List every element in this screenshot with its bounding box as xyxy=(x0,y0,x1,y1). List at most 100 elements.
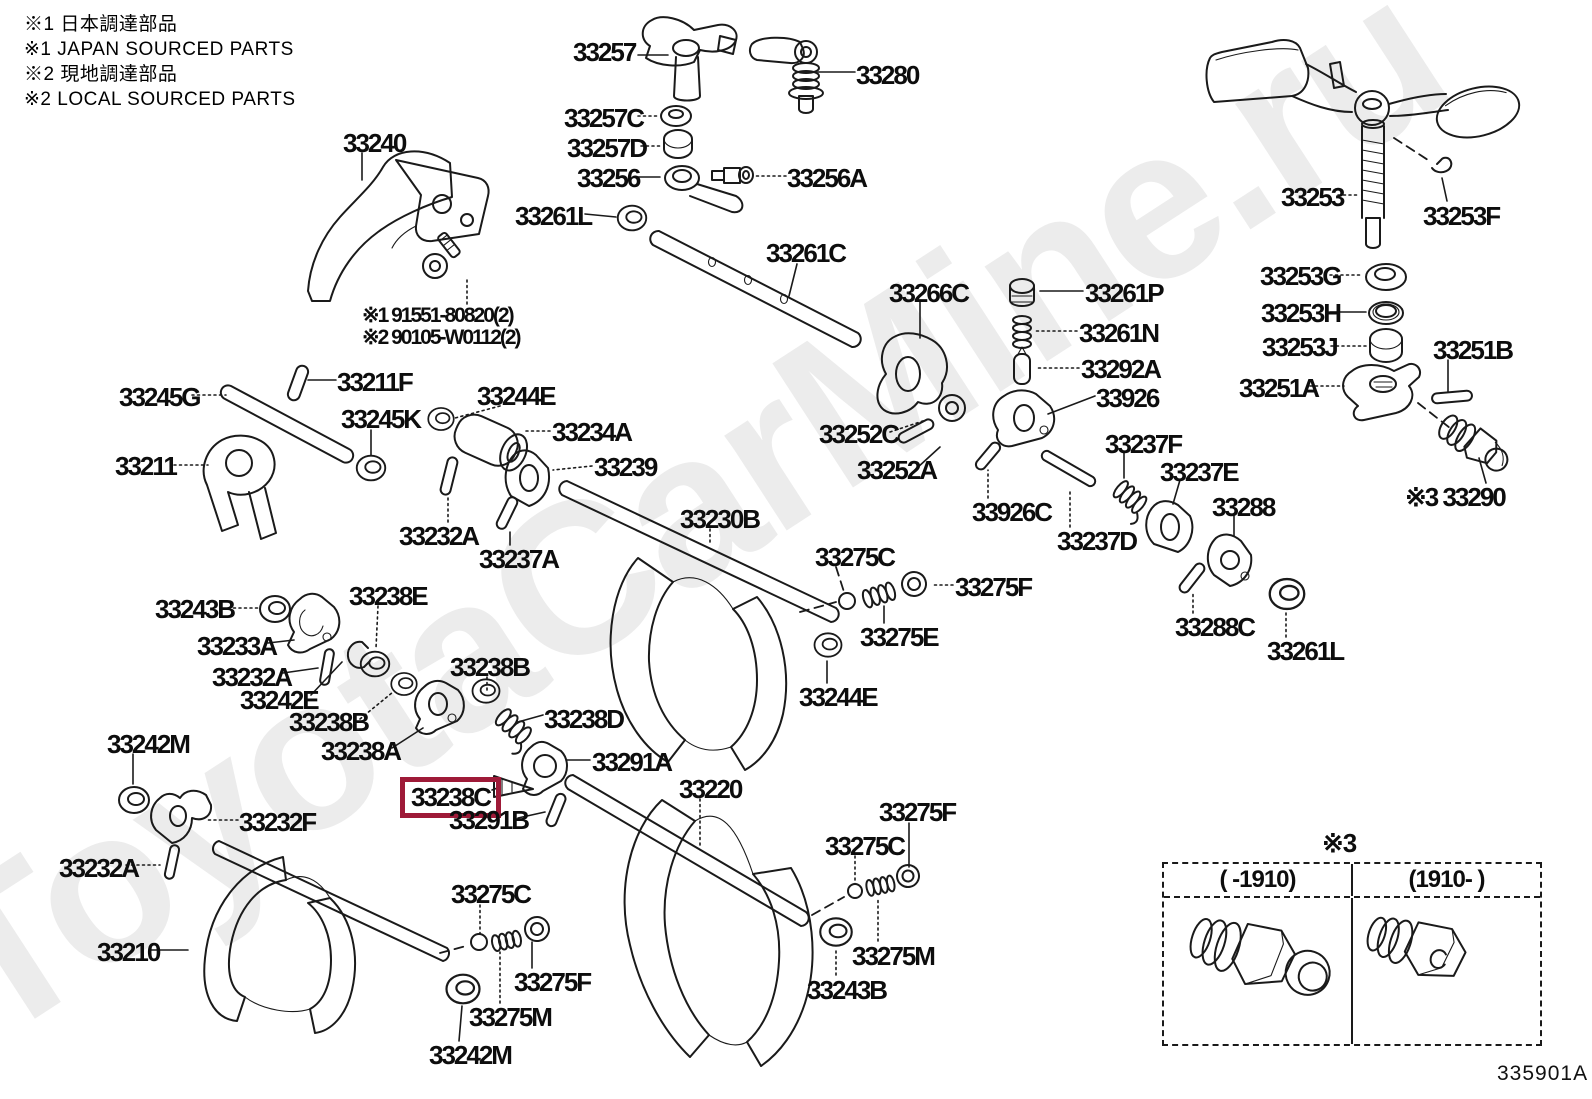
part-label-33261N-13: 33261N xyxy=(1079,318,1160,348)
part-label-33253F-17: 33253F xyxy=(1423,201,1501,231)
shaft-33261C-drawing xyxy=(649,229,862,349)
part-label-33275E-45: 33275E xyxy=(860,622,940,652)
part-label-33251A-22: 33251A xyxy=(1239,373,1320,403)
bracket-33291A-drawing xyxy=(521,740,568,796)
clamp-33232F-drawing xyxy=(150,789,213,844)
clip-33237E-drawing xyxy=(1145,500,1194,553)
part-label-33257-0: 33257 xyxy=(573,37,637,67)
seal-33253H-drawing xyxy=(1368,301,1404,325)
part-label-33245G-24: 33245G xyxy=(119,382,202,412)
part-label-33275C-64: 33275C xyxy=(451,879,532,909)
part-label-※1 91551-80820(2)-8: ※1 91551-80820(2) xyxy=(362,304,515,327)
part-label-33210-63: 33210 xyxy=(97,937,161,967)
lever-33257-drawing xyxy=(641,16,738,102)
part-label-33253J-20: 33253J xyxy=(1262,332,1339,362)
part-label-33237A-32: 33237A xyxy=(479,544,560,574)
bracket-33926-drawing xyxy=(992,389,1056,448)
part-label-33242E-51: 33242E xyxy=(240,685,320,715)
bracket-33288-drawing xyxy=(1206,533,1253,587)
part-label-33288-40: 33288 xyxy=(1212,492,1276,522)
pin-33926C-drawing xyxy=(974,441,1002,471)
bushing-33253J-drawing xyxy=(1369,328,1403,363)
highlighted-part-label-33238C-57: 33238C xyxy=(400,777,502,818)
fork-33211-drawing xyxy=(202,434,277,540)
variant-table-note: ※3 xyxy=(1322,828,1357,858)
leader-lines-dotted xyxy=(125,115,1369,1004)
part-label-33275F-44: 33275F xyxy=(955,572,1033,602)
part-label-※3 33290-23: ※3 33290 xyxy=(1405,482,1507,512)
part-label-33253G-18: 33253G xyxy=(1260,261,1343,291)
pin-33237A-drawing xyxy=(495,496,519,530)
part-label-33220-60: 33220 xyxy=(679,774,743,804)
part-label-33926-15: 33926 xyxy=(1096,383,1160,413)
table-bolt-early-drawing xyxy=(1189,917,1331,996)
part-label-33926C-36: 33926C xyxy=(972,497,1053,527)
part-label-33238D-55: 33238D xyxy=(544,704,625,734)
pin-33292A-drawing xyxy=(1013,346,1031,385)
pin-33251B-drawing xyxy=(1431,389,1473,405)
part-label-33245K-26: 33245K xyxy=(341,404,422,434)
part-label-33233A-49: 33233A xyxy=(197,631,278,661)
clip-33253F-drawing xyxy=(1431,156,1453,174)
table-bolt-late-drawing xyxy=(1366,916,1467,977)
part-label-33232A-31: 33232A xyxy=(399,521,480,551)
variant-col-early: ( -1910) xyxy=(1164,864,1353,896)
part-label-33252A-35: 33252A xyxy=(857,455,938,485)
collar-33257D-drawing xyxy=(663,129,693,159)
part-label-33257D-3: 33257D xyxy=(567,133,648,163)
part-label-33240-7: 33240 xyxy=(343,128,407,158)
legend: ※1 日本調達部品 ※1 JAPAN SOURCED PARTS ※2 現地調達… xyxy=(24,12,296,112)
fork-shaft-33230B-drawing xyxy=(558,480,840,771)
part-label-33238E-48: 33238E xyxy=(349,581,429,611)
part-label-33211F-25: 33211F xyxy=(337,367,414,397)
spring-33238D-drawing xyxy=(494,708,532,755)
part-label-33252C-34: 33252C xyxy=(819,419,900,449)
part-label-33256A-5: 33256A xyxy=(787,163,868,193)
part-label-33234A-28: 33234A xyxy=(552,417,633,447)
part-label-33230B-33: 33230B xyxy=(680,504,761,534)
pin-33232A-top-drawing xyxy=(439,456,459,496)
wedge-33238C-drawing xyxy=(493,775,534,798)
pin-33232A-bottom-drawing xyxy=(163,844,181,880)
part-label-33261C-10: 33261C xyxy=(766,238,847,268)
part-label-33237D-37: 33237D xyxy=(1057,526,1138,556)
part-label-33280-1: 33280 xyxy=(856,60,920,90)
variant-cell-early xyxy=(1164,898,1353,1044)
diagram-code: 335901A xyxy=(1497,1062,1589,1085)
part-label-33275F-65: 33275F xyxy=(514,967,592,997)
lever-33280-drawing xyxy=(748,36,824,114)
spring-33237F-drawing xyxy=(1112,480,1148,525)
pin-33232A-mid-drawing xyxy=(319,648,335,686)
part-label-33256-4: 33256 xyxy=(577,163,641,193)
lever-33251A-drawing xyxy=(1342,363,1421,422)
bracket-33233A-drawing xyxy=(287,592,341,654)
part-label-33238B-54: 33238B xyxy=(450,652,531,682)
part-label-33275C-43: 33275C xyxy=(815,542,896,572)
bolt-91551-drawing xyxy=(422,231,461,279)
part-label-33242M-67: 33242M xyxy=(429,1040,513,1070)
part-label-33261L-42: 33261L xyxy=(1267,636,1345,666)
pin-33211F-drawing xyxy=(286,364,310,402)
part-label-33239-30: 33239 xyxy=(594,452,658,482)
part-label-33232F-61: 33232F xyxy=(239,807,317,837)
part-label-33261P-12: 33261P xyxy=(1085,278,1165,308)
head-33239-drawing xyxy=(504,449,550,507)
leader-lines-solid xyxy=(132,54,1487,1042)
bolt-33256A-drawing xyxy=(711,166,754,184)
ring-pin-33252C-drawing xyxy=(897,394,966,444)
part-label-33244E-46: 33244E xyxy=(799,682,879,712)
legend-line-2: ※1 JAPAN SOURCED PARTS xyxy=(24,39,294,60)
variant-col-late: (1910- ) xyxy=(1408,866,1485,893)
part-label-※2 90105-W0112(2)-9: ※2 90105-W0112(2) xyxy=(362,326,522,349)
part-label-33266C-11: 33266C xyxy=(889,278,970,308)
part-label-33275C-69: 33275C xyxy=(825,831,906,861)
part-label-33243B-47: 33243B xyxy=(155,594,236,624)
washer-33253G-drawing xyxy=(1365,263,1407,291)
part-label-33275M-70: 33275M xyxy=(852,941,936,971)
washer-33257C-drawing xyxy=(660,105,692,127)
part-label-33237F-38: 33237F xyxy=(1105,429,1183,459)
part-label-33238B-52: 33238B xyxy=(289,707,370,737)
